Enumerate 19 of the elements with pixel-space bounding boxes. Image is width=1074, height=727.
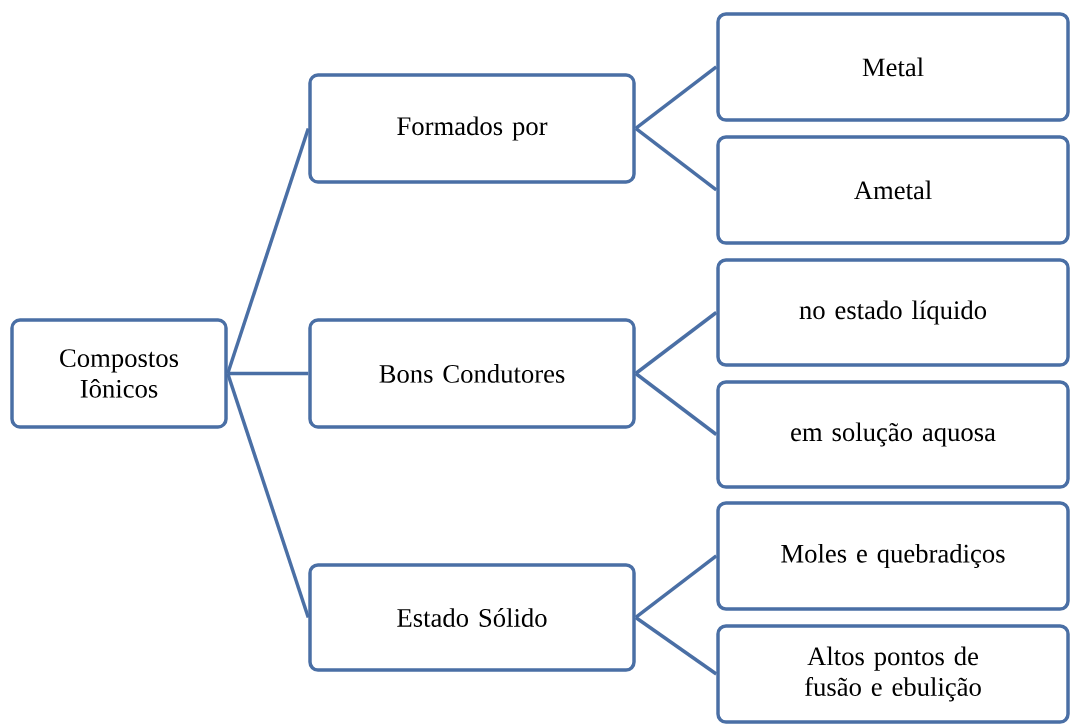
- item-box: Moles e quebradiços: [716, 501, 1070, 611]
- connector-line: [227, 371, 309, 376]
- item-box: Metal: [716, 12, 1070, 122]
- connector-line: [226, 372, 310, 619]
- connector-line: [634, 616, 718, 676]
- connector-line: [634, 127, 718, 192]
- connector-line: [634, 372, 718, 436]
- item-box: no estado líquido: [716, 258, 1070, 367]
- root-box: Compostos Iônicos: [10, 318, 228, 429]
- item-box: Altos pontos de fusão e ebulição: [716, 624, 1070, 724]
- category-box: Bons Condutores: [308, 318, 636, 429]
- connector-line: [634, 554, 718, 619]
- category-box: Estado Sólido: [308, 563, 636, 672]
- connector-line: [634, 311, 718, 375]
- item-box: em solução aquosa: [716, 380, 1070, 489]
- connector-line: [226, 127, 310, 375]
- item-box: Ametal: [716, 135, 1070, 245]
- connector-line: [634, 65, 718, 130]
- category-box: Formados por: [308, 73, 636, 184]
